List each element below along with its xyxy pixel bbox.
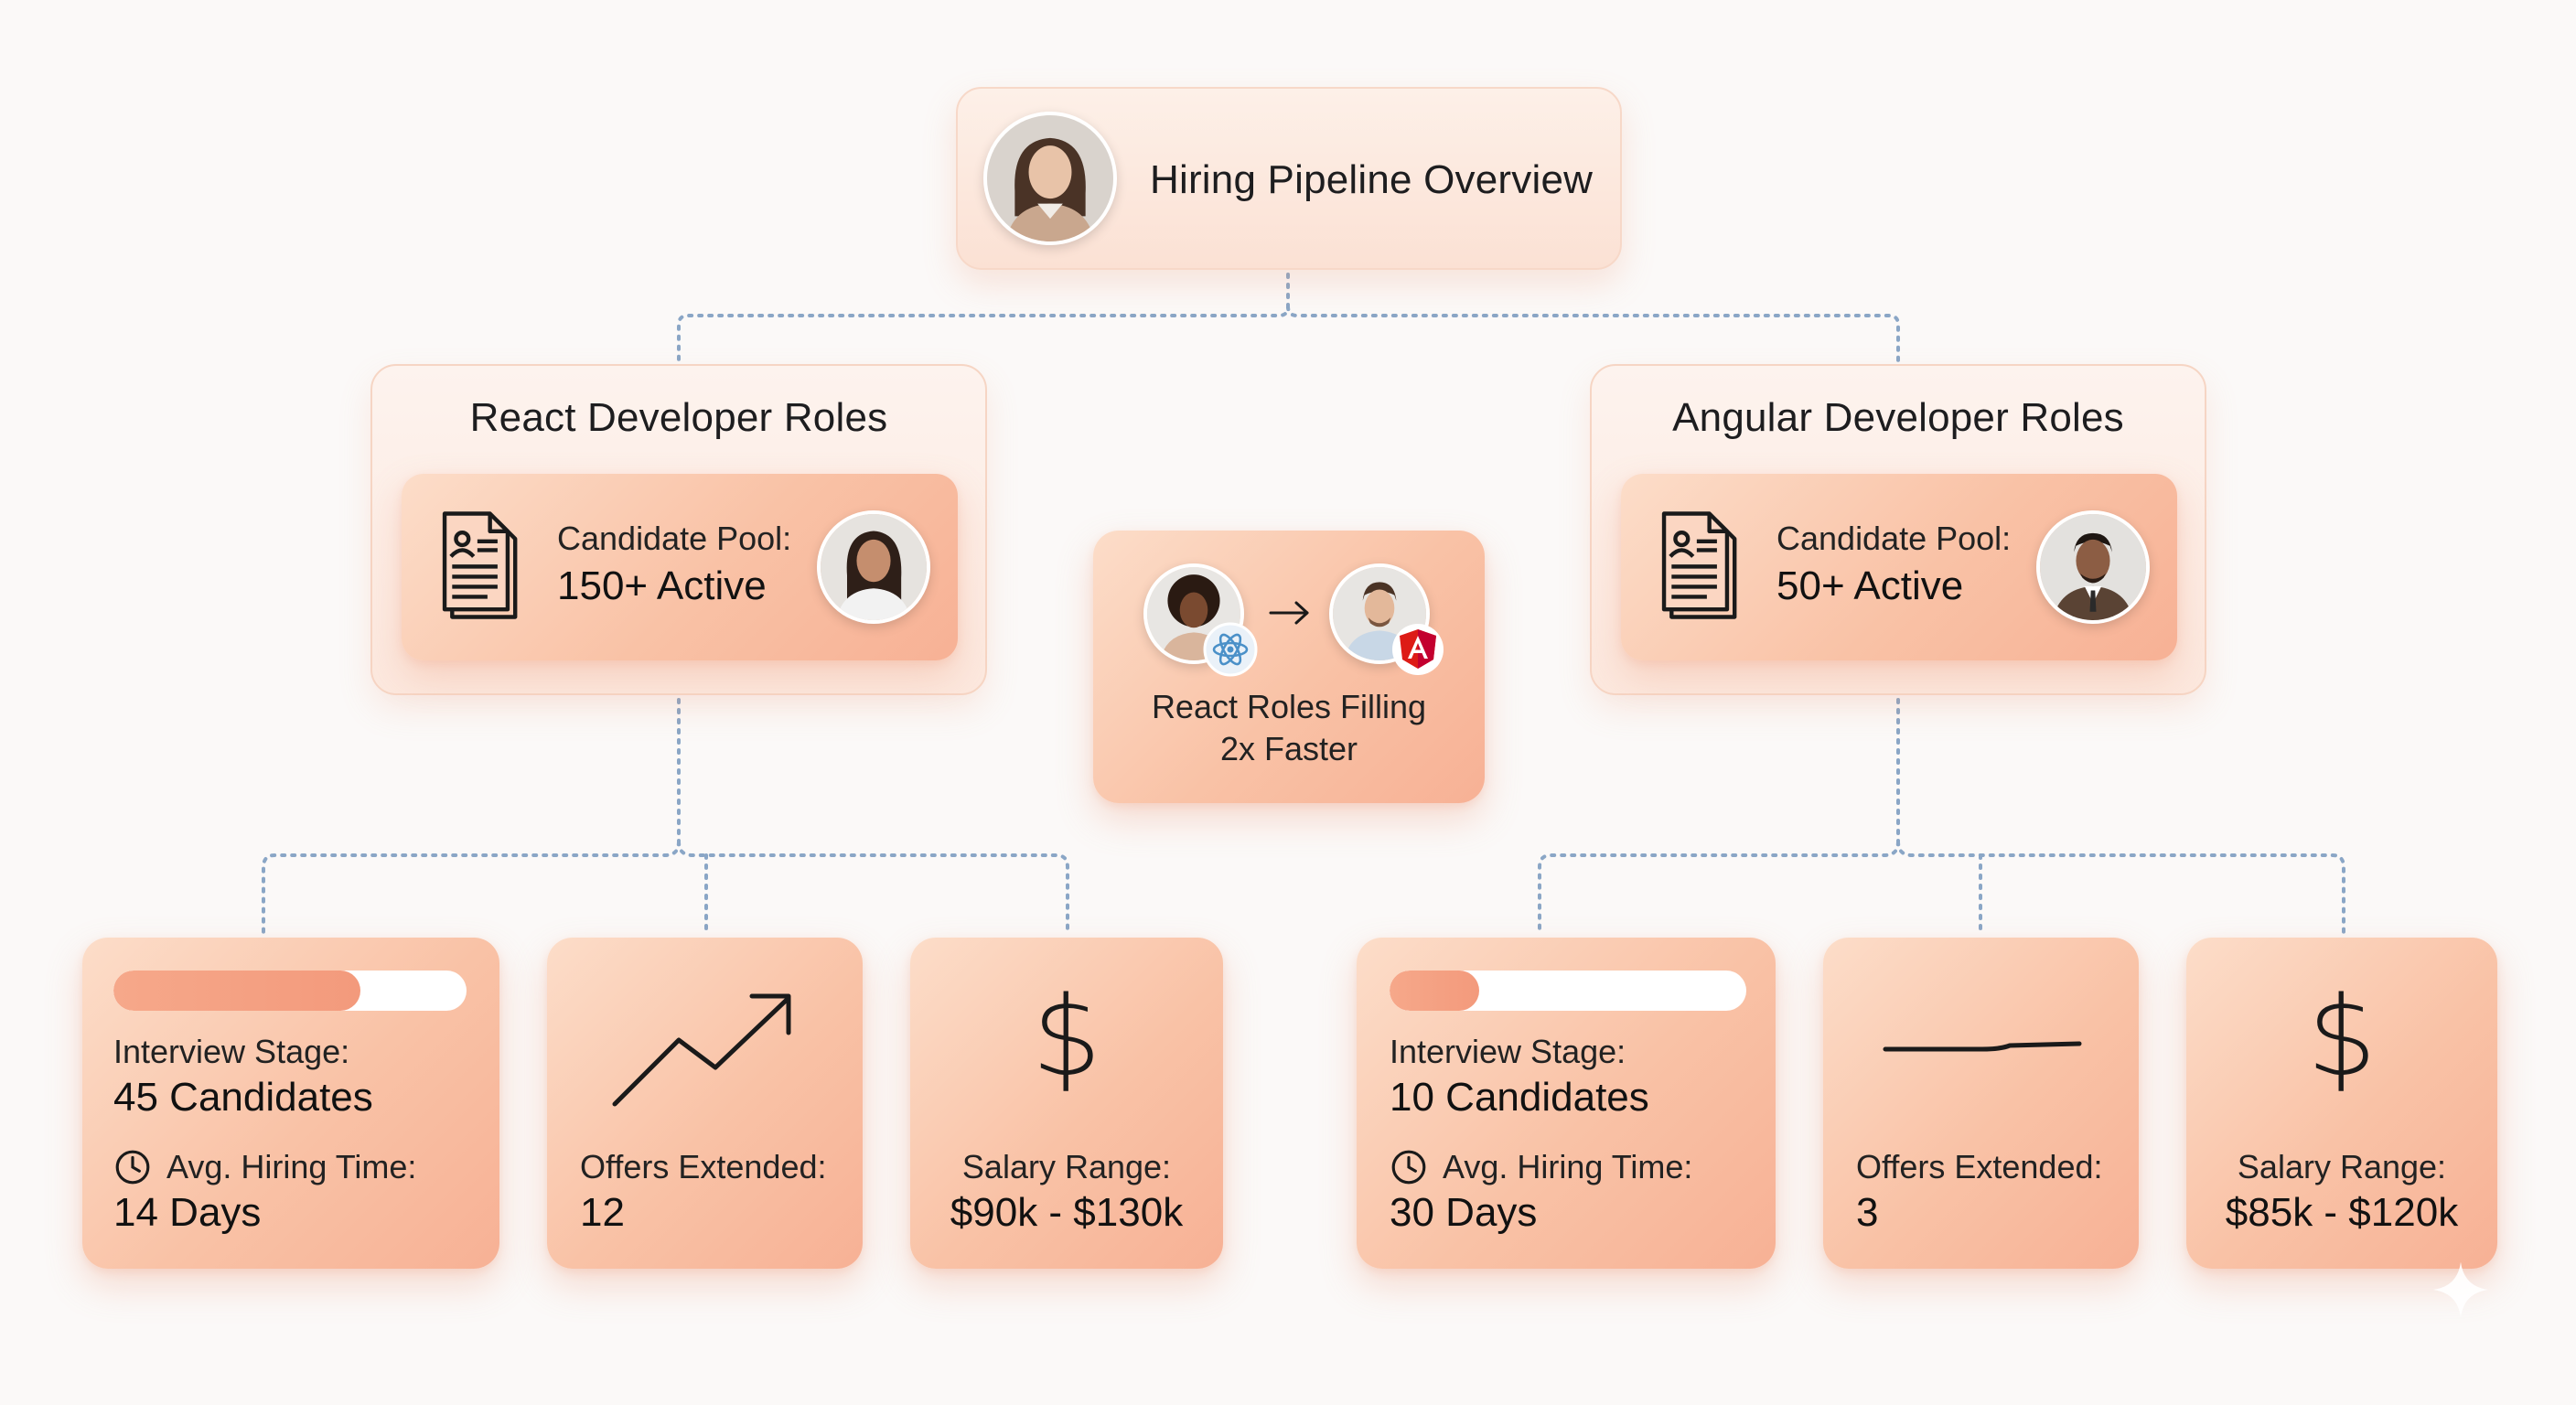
angular-candidate-avatar	[2036, 510, 2150, 624]
document-icon	[1661, 511, 1737, 619]
angular-offers-label: Offers Extended:	[1856, 1148, 2103, 1185]
angular-interview-label: Interview Stage:	[1390, 1033, 1626, 1070]
angular-pool-label: Candidate Pool:	[1776, 520, 2012, 557]
angular-interview-value: 10 Candidates	[1390, 1075, 1649, 1120]
react-offers-card[interactable]: Offers Extended: 12	[547, 938, 863, 1269]
react-icon	[1203, 622, 1258, 677]
clock-icon	[1391, 1150, 1426, 1185]
react-salary-value: $90k - $130k	[950, 1190, 1184, 1235]
root-title: Hiring Pipeline Overview	[1150, 157, 1594, 202]
clock-icon	[115, 1150, 150, 1185]
react-developer-avatar	[1143, 563, 1244, 664]
comparison-line-2: 2x Faster	[1219, 730, 1358, 767]
angular-salary-value: $85k - $120k	[2225, 1190, 2459, 1235]
angular-branch-node[interactable]: Angular Developer Roles Candidate Pool: …	[1590, 364, 2206, 695]
react-pool-label: Candidate Pool:	[557, 520, 792, 557]
react-offers-label: Offers Extended:	[580, 1148, 827, 1185]
person-photo-icon	[2040, 514, 2146, 620]
angular-interview-progress-fill	[1390, 971, 1479, 1011]
trend-up-icon	[612, 993, 791, 1107]
comparison-node[interactable]: React Roles Filling 2x Faster	[1093, 531, 1485, 803]
angular-offers-value: 3	[1856, 1190, 1879, 1235]
angular-icon	[1392, 624, 1444, 675]
react-time-value: 14 Days	[113, 1190, 262, 1235]
root-node[interactable]: Hiring Pipeline Overview	[956, 87, 1622, 270]
angular-interview-progress	[1390, 971, 1746, 1011]
react-interview-value: 45 Candidates	[113, 1075, 373, 1120]
arrow-right-icon	[1269, 601, 1309, 625]
react-interview-progress-fill	[113, 971, 361, 1011]
react-salary-label: Salary Range:	[961, 1148, 1172, 1185]
angular-interview-card[interactable]: Interview Stage: 10 Candidates Avg. Hiri…	[1357, 938, 1776, 1269]
react-offers-value: 12	[580, 1190, 625, 1235]
angular-branch-title: Angular Developer Roles	[1672, 395, 2124, 440]
react-interview-label: Interview Stage:	[113, 1033, 350, 1070]
react-salary-card[interactable]: $ Salary Range: $90k - $130k	[910, 938, 1223, 1269]
react-candidate-pool[interactable]: Candidate Pool: 150+ Active	[402, 474, 958, 660]
dollar-icon: $	[2306, 974, 2377, 1101]
angular-candidate-pool[interactable]: Candidate Pool: 50+ Active	[1621, 474, 2177, 660]
dollar-icon: $	[1031, 974, 1102, 1101]
react-interview-card[interactable]: Interview Stage: 45 Candidates Avg. Hiri…	[82, 938, 499, 1269]
sparkle-icon	[2432, 1261, 2489, 1318]
angular-time-value: 30 Days	[1390, 1190, 1538, 1235]
angular-salary-card[interactable]: $ Salary Range: $85k - $120k	[2186, 938, 2497, 1269]
flat-line-icon	[1883, 1041, 2082, 1052]
document-icon	[442, 511, 518, 619]
react-time-label: Avg. Hiring Time:	[166, 1148, 417, 1185]
react-branch-node[interactable]: React Developer Roles Candidate Pool: 15…	[370, 364, 987, 695]
react-pool-value: 150+ Active	[557, 563, 767, 608]
react-interview-progress	[113, 971, 467, 1011]
react-candidate-avatar	[817, 510, 930, 624]
angular-offers-card[interactable]: Offers Extended: 3	[1823, 938, 2139, 1269]
recruiter-avatar	[983, 112, 1117, 245]
person-photo-icon	[821, 514, 927, 620]
angular-time-label: Avg. Hiring Time:	[1443, 1148, 1693, 1185]
angular-pool-value: 50+ Active	[1776, 563, 1964, 608]
comparison-line-1: React Roles Filling	[1151, 688, 1427, 725]
person-photo-icon	[987, 115, 1113, 241]
angular-salary-label: Salary Range:	[2237, 1148, 2447, 1185]
react-branch-title: React Developer Roles	[469, 395, 888, 440]
